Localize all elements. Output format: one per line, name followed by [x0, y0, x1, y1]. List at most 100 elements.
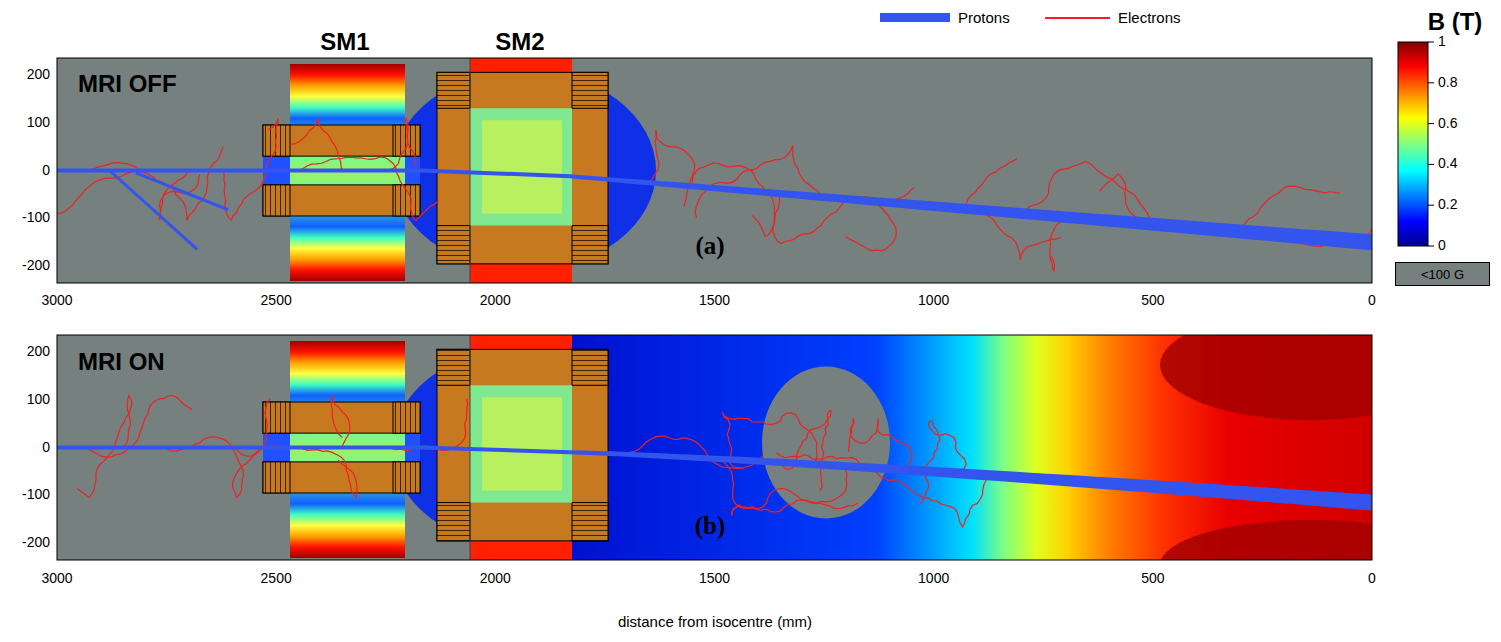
scattered-proton [110, 171, 198, 250]
colorbar [1398, 42, 1428, 246]
sm2-gap-field [482, 120, 562, 213]
axis-tick-label: 2500 [261, 571, 292, 586]
axis-tick-label: 1000 [918, 571, 949, 586]
axis-tick-label: -100 [22, 488, 50, 503]
panel-label: MRI ON [78, 349, 165, 375]
low-field-ground [57, 58, 1372, 283]
sm1-coil-end [393, 402, 420, 433]
axis-tick-label: 0 [42, 440, 50, 455]
mri-high-field [1160, 520, 1372, 560]
electron-track [88, 147, 223, 221]
electron-track [298, 157, 439, 220]
sm1-coil-end [263, 462, 290, 493]
proton-track [570, 174, 1372, 250]
magnet-name: SM2 [495, 29, 544, 55]
panel-label: (a) [695, 232, 724, 260]
axis-tick-label: 500 [1141, 293, 1164, 308]
colorbar-tick [1428, 82, 1434, 83]
colorbar-tick-label: 0.6 [1438, 116, 1457, 131]
electron-tracks [57, 119, 1372, 271]
colorbar-tick [1428, 164, 1434, 165]
electron-track [919, 421, 966, 504]
electron-track [386, 119, 417, 171]
axis-tick-label: 100 [27, 115, 50, 130]
electron-track [1241, 186, 1340, 232]
axis-title: distance from isocentre (mm) [618, 614, 812, 631]
axis-tick-label: -200 [22, 259, 50, 274]
electron-track [57, 171, 145, 216]
panel-frame [57, 58, 1372, 283]
sm2-gap-field [470, 385, 572, 502]
sm2-gap-field [482, 397, 562, 490]
mri-high-field [1160, 335, 1372, 420]
axis-tick-label: 1500 [699, 571, 730, 586]
electron-track [692, 163, 774, 236]
axis-tick-label: 1000 [918, 293, 949, 308]
proton-track [57, 448, 570, 453]
electron-track [298, 448, 357, 498]
panel-label: (b) [695, 512, 726, 540]
electron-legend-swatch [1045, 17, 1110, 19]
axis-tick-label: 1500 [699, 293, 730, 308]
electron-track [780, 410, 831, 491]
proton-beam [57, 448, 1372, 511]
electron-track [695, 145, 824, 218]
sm2-coil [437, 226, 470, 264]
axis-tick-label: 500 [1141, 571, 1164, 586]
proton-legend-swatch [880, 13, 950, 22]
axis-tick-label: 2000 [480, 571, 511, 586]
colorbar-tick [1428, 246, 1434, 247]
sm1-coil [263, 185, 420, 216]
sm1-coil [263, 402, 420, 433]
sm1-coil-end [393, 462, 420, 493]
legend-text: <100 G [1421, 267, 1464, 282]
axis-tick-label: 200 [27, 344, 50, 359]
axis-tick-label: 0 [1368, 293, 1376, 308]
electron-track [849, 418, 913, 470]
colorbar-tick [1428, 123, 1434, 124]
sm1-coil [263, 462, 420, 493]
electron-track [1050, 220, 1109, 271]
scattered-proton [136, 173, 228, 210]
axis-tick-label: 200 [27, 67, 50, 82]
axis-tick-label: 3000 [41, 571, 72, 586]
sm2-yoke [437, 349, 608, 540]
axis-tick-label: 3000 [41, 293, 72, 308]
sm2-coil [437, 72, 470, 108]
colorbar-tick-label: 0.2 [1438, 197, 1457, 212]
sm2-coil [572, 226, 608, 264]
sm2-coil [437, 503, 470, 541]
electron-track [845, 201, 896, 251]
colorbar-tick-label: 0.8 [1438, 75, 1457, 90]
sm2-coil [437, 349, 470, 385]
electron-track [232, 445, 274, 497]
low-field-legend-swatch: <100 G [1395, 262, 1490, 286]
sm2-yoke [437, 72, 608, 263]
electron-track [386, 399, 468, 450]
field-null-region [762, 367, 890, 519]
axis-tick-label: -200 [22, 536, 50, 551]
sm2-coil [572, 503, 608, 541]
axis-tick-label: 2500 [261, 293, 292, 308]
electron-track [934, 158, 1017, 209]
panel-label: MRI OFF [78, 71, 177, 97]
axis-tick-label: 2000 [480, 293, 511, 308]
axis-tick-label: -100 [22, 211, 50, 226]
electron-track [649, 131, 695, 207]
sm2-coil [572, 72, 608, 108]
panel-frame [57, 335, 1372, 560]
sm1-coil-end [263, 185, 290, 216]
electron-track [331, 396, 350, 448]
legend-text: Protons [958, 10, 1010, 27]
sm2-gap-field [470, 108, 572, 225]
plot-panel [57, 58, 1372, 283]
axis-tick-label: 0 [42, 163, 50, 178]
axis-tick-label: 0 [1368, 571, 1376, 586]
proton-track [57, 171, 570, 177]
axis-tick-label: 100 [27, 392, 50, 407]
colorbar-title: B (T) [1428, 9, 1483, 35]
colorbar-tick-label: 1 [1438, 34, 1446, 49]
colorbar-tick [1428, 205, 1434, 206]
sm1-coil [263, 125, 420, 156]
